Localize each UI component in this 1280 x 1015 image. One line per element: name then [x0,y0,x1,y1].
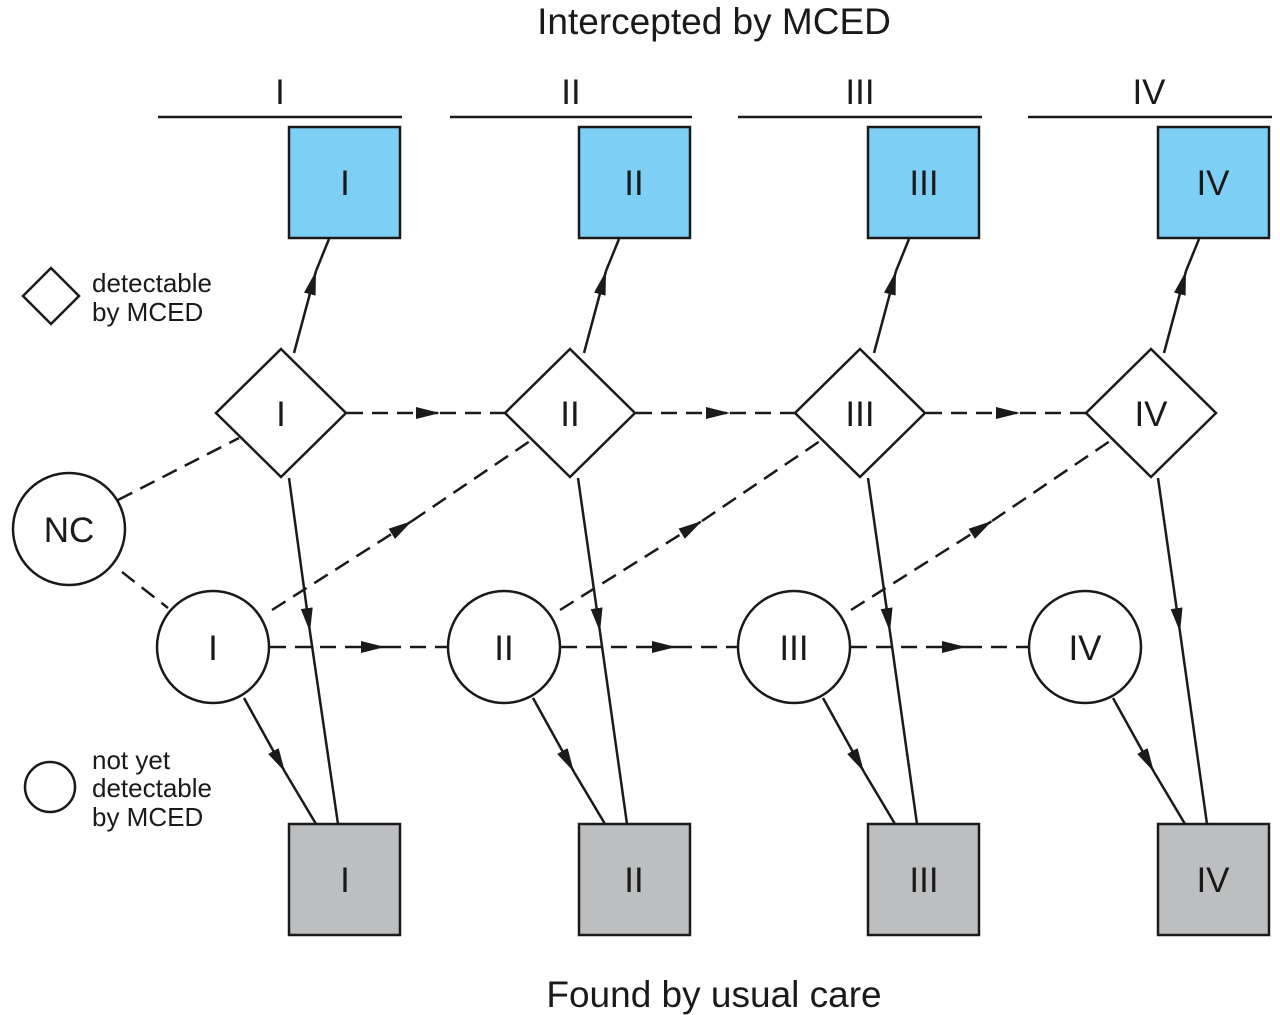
detectable-node-2: II [503,347,637,479]
edge-preclinical-4-to-usual-care-4-arrow [1111,697,1156,773]
detectable-node-label: III [845,395,874,434]
usual-care-box-label: IV [1196,861,1230,900]
edge-detectable-1-to-intercepted-1 [314,238,331,272]
usual-care-box-label: II [624,861,643,900]
legend-detectable-line-1: detectable [92,268,212,298]
preclinical-node-label: II [494,629,513,668]
usual-care-box-3: III [866,822,981,937]
stage-header-1: I [158,73,402,119]
intercepted-box-label: III [909,164,938,203]
usual-care-title: Found by usual care [546,974,881,1015]
stage-header-2: II [450,73,692,119]
detectable-node-label: II [560,395,579,434]
edge-detectable-2-to-usual-care-2-arrow [576,477,603,633]
intercepted-box-1: I [287,125,402,240]
edge-preclinical-2-to-usual-care-2-arrow [531,697,576,773]
legend-not-detectable: not yet detectable by MCED [23,745,212,832]
edges [117,238,1209,825]
edge-detectable-3-to-intercepted-3 [894,238,911,272]
edge-preclinical-1-to-detectable-2-arrow [271,519,413,612]
edge-detectable-4-to-usual-care-4 [1178,631,1209,825]
preclinical-node-1: I [155,589,271,705]
legend-not-detectable-line-1: not yet [92,745,171,775]
legend-not-detectable-line-3: by MCED [92,802,203,832]
detectable-node-4: IV [1084,347,1218,479]
intercepted-box-3: III [866,125,981,240]
usual-care-box-2: II [577,822,692,937]
edge-detectable-4-to-intercepted-4 [1184,238,1201,272]
legend-detectable: detectable by MCED [21,266,212,327]
edge-detectable-3-to-intercepted-3-arrow [872,270,898,354]
edge-detectable-2-to-intercepted-2 [604,238,621,272]
edge-preclinical-1-to-detectable-2 [411,439,531,523]
legend-detectable-line-2: by MCED [92,297,203,327]
edge-detectable-1-to-intercepted-1-arrow [292,270,318,354]
edge-detectable-4-to-usual-care-4-arrow [1156,477,1183,633]
usual-care-box-1: I [287,822,402,937]
edge-preclinical-1-to-usual-care-1-arrow [242,697,287,773]
stage-header-label: III [845,73,874,112]
edge-preclinical-4-to-usual-care-4 [1152,771,1187,825]
intercepted-box-label: I [340,164,350,203]
edge-detectable-2-to-usual-care-2 [598,631,629,825]
edge-preclinical-3-to-usual-care-3 [862,771,897,825]
intercepted-box-label: IV [1196,164,1230,203]
intercepted-box-label: II [624,164,643,203]
edge-detectable-3-to-usual-care-3-arrow [866,477,893,633]
stage-header-label: I [275,73,285,112]
legend-not-detectable-line-2: detectable [92,773,212,803]
stage-header-label: IV [1132,73,1166,112]
preclinical-node-4: IV [1027,589,1143,705]
usual-care-box-4: IV [1156,822,1271,937]
preclinical-node-label: IV [1068,629,1102,668]
edge-preclinical-3-to-detectable-4-arrow [850,519,993,612]
intercepted-title: Intercepted by MCED [537,1,891,42]
legend-circle-icon [23,760,77,814]
stage-header-3: III [738,73,982,119]
edge-detectable-1-to-usual-care-1 [308,631,340,825]
edge-nc-to-detectable-1 [117,436,240,502]
preclinical-node-2: II [446,589,562,705]
edge-detectable-4-to-intercepted-4-arrow [1162,270,1188,354]
intercepted-box-2: II [577,125,692,240]
edge-preclinical-2-to-detectable-3-arrow [559,519,703,612]
detectable-node-3: III [793,347,927,479]
usual-care-box-label: I [340,861,350,900]
edge-preclinical-1-to-usual-care-1 [283,771,318,825]
edge-detectable-2-to-intercepted-2-arrow [582,270,608,354]
edge-preclinical-2-to-usual-care-2 [572,771,607,825]
intercepted-box-4: IV [1156,125,1271,240]
legend: detectable by MCED not yet detectable by… [21,266,212,832]
edge-detectable-1-to-usual-care-1-arrow [287,477,313,633]
edge-detectable-3-to-usual-care-3 [888,631,919,825]
nc-node: NC [11,471,127,587]
preclinical-node-label: I [208,629,218,668]
preclinical-node-3: III [736,589,852,705]
legend-diamond-icon [21,266,81,326]
detectable-node-label: IV [1134,395,1168,434]
usual-care-box-label: III [909,861,938,900]
edge-preclinical-2-to-detectable-3 [701,439,821,523]
edge-nc-to-preclinical-1 [121,571,169,609]
edge-preclinical-3-to-detectable-4 [991,439,1111,523]
stage-header-4: IV [1028,73,1272,119]
detectable-node-1: I [214,347,348,479]
preclinical-node-label: III [779,629,808,668]
stage-header-label: II [561,73,580,112]
edge-preclinical-3-to-usual-care-3-arrow [821,697,866,773]
detectable-node-label: I [276,395,286,434]
nc-node-label: NC [44,511,95,550]
